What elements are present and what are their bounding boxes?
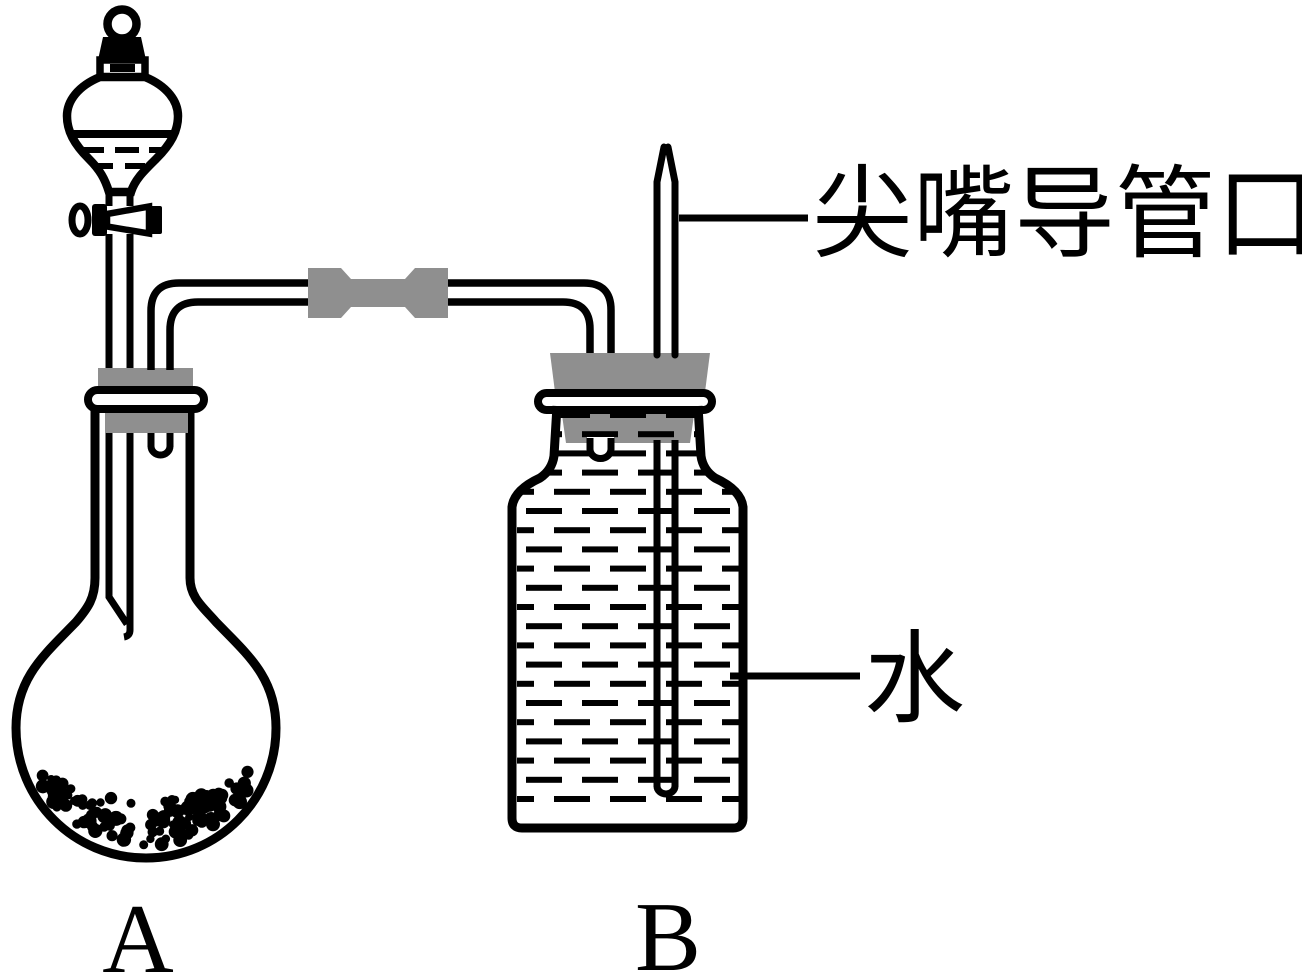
stopcock-ring: [68, 202, 92, 238]
inlet-tube-open-end: [586, 438, 615, 462]
label-vessel-a: A: [102, 885, 174, 978]
stopcock: [68, 202, 162, 238]
funnel-liquid-dashes: [82, 147, 166, 169]
flask-rubber-stopper: [98, 368, 193, 391]
dropping-funnel: [62, 5, 183, 368]
connecting-tube: [147, 268, 615, 370]
flask-neck-rim: [84, 386, 208, 413]
pointed-delivery-tube: [653, 143, 679, 798]
funnel-stem-lower: [105, 433, 134, 641]
bottle-rubber-stopper: [550, 353, 710, 392]
stopcock-key: [103, 202, 153, 238]
flask-a: [11, 368, 281, 863]
bent-tube-left: [147, 279, 312, 370]
funnel-body: [62, 72, 183, 197]
label-pointed-tube: 尖嘴导管口: [812, 159, 1302, 271]
bent-tube-right: [444, 279, 615, 357]
labels: 尖嘴导管口 水 A B: [102, 159, 1302, 978]
funnel-mouth-bar: [110, 64, 135, 72]
granules: [35, 765, 254, 852]
label-vessel-b: B: [635, 883, 701, 978]
water-dashes: [517, 412, 739, 802]
gas-tube-open-end-a: [147, 433, 174, 459]
funnel-glass-stopper: [98, 37, 146, 60]
pointed-tube-tip: [653, 143, 679, 359]
bottle-neck-rim: [534, 389, 716, 414]
pointed-tube-lower: [653, 440, 679, 798]
funnel-stopper-ring: [103, 5, 141, 43]
label-water: 水: [864, 624, 965, 736]
funnel-liquid-line: [71, 130, 174, 138]
funnel-stem-upper: [105, 190, 134, 368]
gas-bottle-b: [507, 143, 748, 833]
stopcock-bar: [92, 204, 107, 236]
bottle-outline: [507, 405, 748, 833]
stopcock-cap: [147, 206, 162, 234]
flask-outline: [11, 405, 281, 863]
rubber-connector: [308, 268, 448, 318]
